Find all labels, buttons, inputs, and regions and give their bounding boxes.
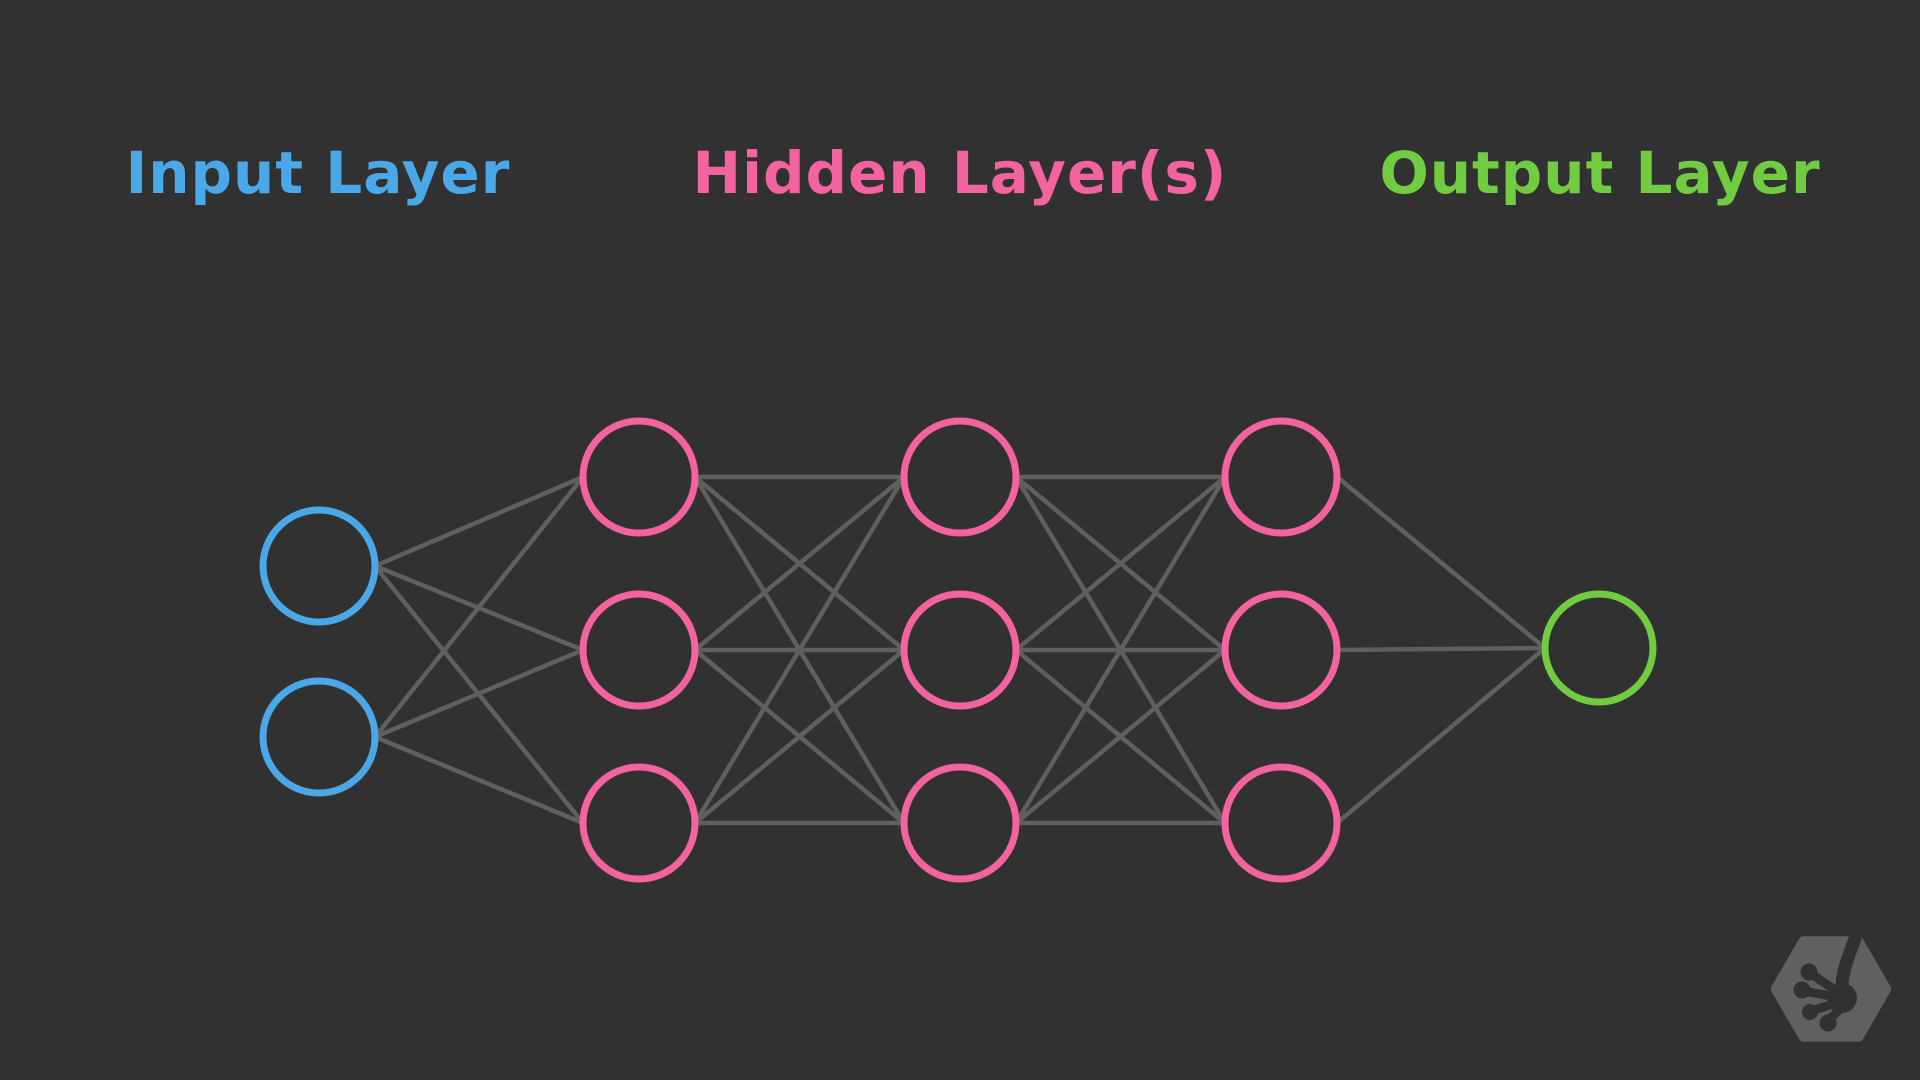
frog-foot-hexagon-logo-icon (1771, 932, 1891, 1042)
connection-line (1336, 645, 1546, 653)
hidden-3-node (1221, 590, 1341, 710)
connection-line (693, 475, 906, 825)
connection-line (693, 648, 906, 825)
hidden-3-node (1221, 417, 1341, 537)
connection-line (1335, 475, 1547, 650)
connection-line (373, 475, 585, 739)
hidden-1-node (579, 590, 699, 710)
connection-line (1014, 475, 1227, 652)
hidden-2-node (900, 763, 1020, 883)
hidden-layer-label: Hidden Layer(s) (692, 139, 1228, 207)
input-layer-label: Input Layer (125, 139, 511, 207)
output-node (1541, 590, 1657, 706)
hidden-3-node (1221, 763, 1341, 883)
input-node (259, 677, 379, 797)
connection-line (374, 474, 584, 569)
connection-line (374, 647, 584, 740)
hidden-2-node (900, 417, 1020, 537)
connection-line (374, 734, 584, 826)
connection-line (1014, 475, 1227, 825)
connection-line (1335, 646, 1547, 825)
input-node (259, 506, 379, 626)
connection-line (1014, 648, 1227, 825)
hidden-2-node (900, 590, 1020, 710)
hidden-1-node (579, 763, 699, 883)
connection-line (693, 475, 906, 652)
hidden-1-node (579, 417, 699, 537)
output-layer-label: Output Layer (1379, 139, 1821, 207)
